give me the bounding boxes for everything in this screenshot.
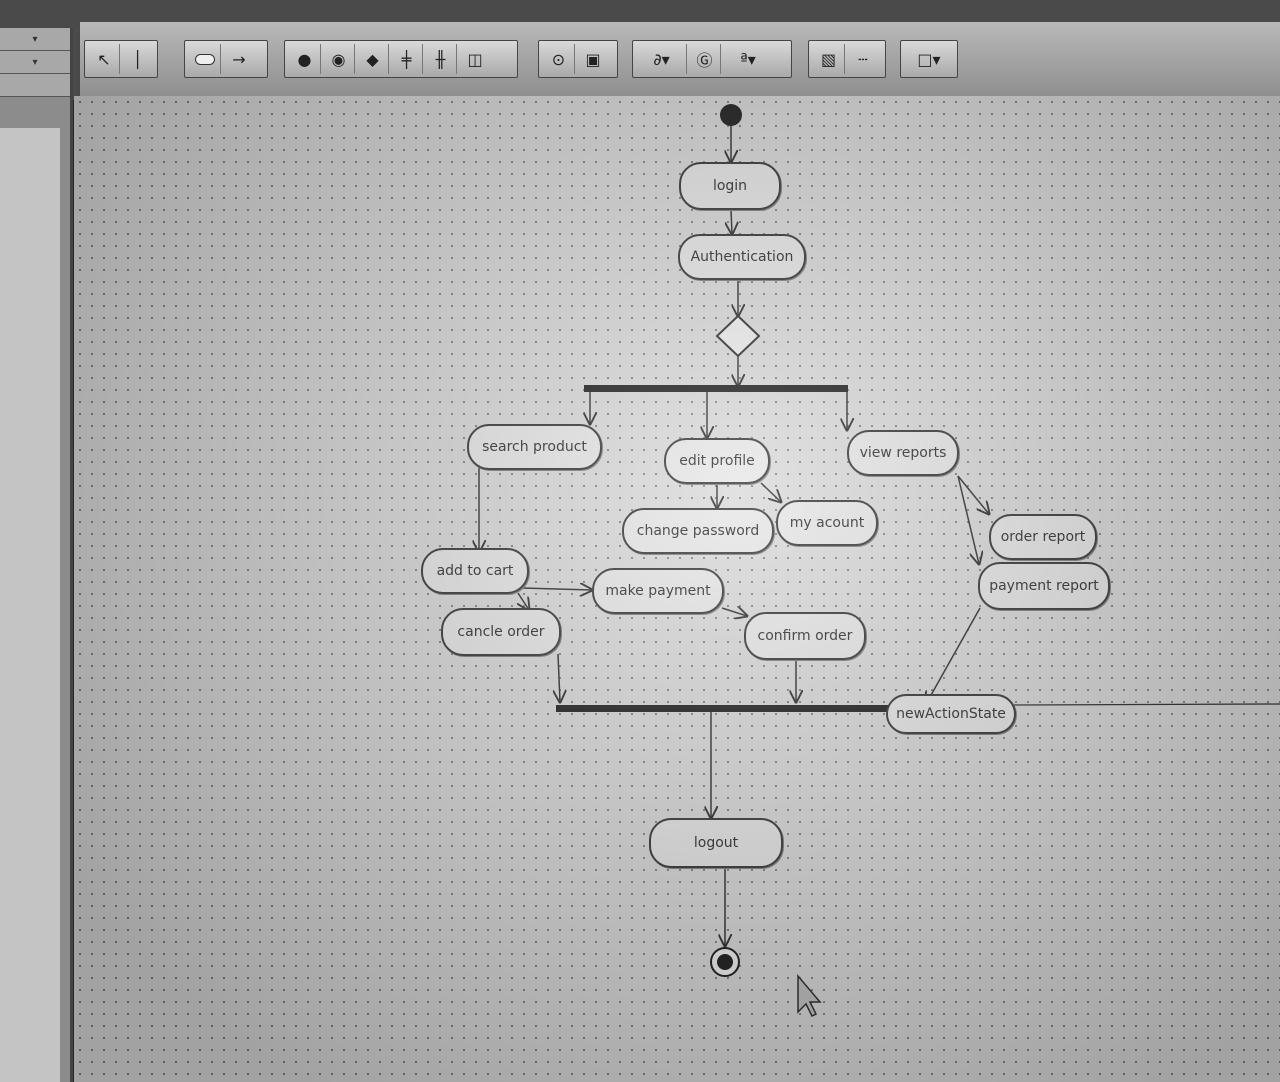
state-tools: →	[184, 40, 268, 78]
property-icon[interactable]: ª▾	[740, 49, 756, 69]
broadcast-icon[interactable]: │	[132, 49, 143, 69]
final-state-icon[interactable]: ◉	[323, 44, 355, 74]
fork-icon[interactable]: ╪	[391, 44, 423, 74]
panel-spacer	[0, 74, 70, 97]
document-icon[interactable]: ▧	[813, 44, 845, 74]
initial-state[interactable]	[720, 104, 742, 126]
logout-action[interactable]: logout	[649, 818, 783, 868]
object-tools: ⊙ ▣	[538, 40, 618, 78]
diagram-connectors	[74, 104, 1280, 1018]
cancel-order-action[interactable]: cancle order	[441, 608, 561, 656]
join-icon[interactable]: ╫	[425, 44, 457, 74]
fork-bar[interactable]	[584, 385, 848, 392]
cancel-order-label: cancle order	[457, 624, 545, 640]
selection-tools: ↖ │	[84, 40, 158, 78]
diagram-canvas[interactable]: login Authentication search product edit…	[74, 96, 1280, 1082]
login-action[interactable]: login	[679, 162, 781, 210]
pointer-icon[interactable]: ↖	[89, 44, 121, 74]
object-icon[interactable]: ▣	[585, 49, 601, 69]
note-icon[interactable]: ∂▾	[637, 44, 687, 74]
change-password-action[interactable]: change password	[622, 508, 774, 554]
decision-node[interactable]	[715, 314, 761, 358]
my-account-label: my acount	[789, 515, 865, 531]
authentication-label: Authentication	[690, 249, 794, 265]
new-action-state[interactable]: newActionState	[886, 694, 1016, 734]
separator-icon[interactable]: ┄	[858, 49, 868, 69]
object-flow-icon[interactable]: ⊙	[543, 44, 575, 74]
document-tools: ▧ ┄	[808, 40, 886, 78]
add-to-cart-action[interactable]: add to cart	[421, 548, 529, 594]
action-state-icon[interactable]	[189, 44, 221, 74]
authentication-action[interactable]: Authentication	[678, 234, 806, 280]
change-password-label: change password	[636, 523, 760, 539]
diagram-toolbar: ↖ │ → ● ◉ ◆ ╪ ╫ ◫ ⊙ ▣ ∂▾ Ⓖ ª▾ ▧ ┄ □▾	[80, 22, 1280, 98]
explorer-panel: ▾ ▾	[0, 28, 73, 1082]
transition-arrow-icon[interactable]: →	[232, 49, 246, 69]
node-tools: ● ◉ ◆ ╪ ╫ ◫	[284, 40, 518, 78]
panel-dropdown-icon[interactable]: ▾	[0, 28, 70, 51]
confirm-order-label: confirm order	[757, 628, 853, 644]
edit-profile-label: edit profile	[679, 453, 755, 469]
confirm-order-action[interactable]: confirm order	[744, 612, 866, 660]
shape-tools: □▾	[900, 40, 958, 78]
search-product-action[interactable]: search product	[467, 424, 602, 470]
order-report-action[interactable]: order report	[989, 514, 1097, 560]
payment-report-action[interactable]: payment report	[978, 562, 1110, 610]
join-bar[interactable]	[556, 705, 900, 712]
edit-profile-action[interactable]: edit profile	[664, 438, 770, 484]
explorer-tree-area	[0, 128, 60, 1082]
search-product-label: search product	[482, 439, 587, 455]
panel-dropdown-icon[interactable]: ▾	[0, 51, 70, 74]
payment-report-label: payment report	[989, 578, 1099, 594]
make-payment-action[interactable]: make payment	[592, 568, 724, 614]
new-action-state-label: newActionState	[896, 706, 1006, 722]
add-to-cart-label: add to cart	[436, 563, 514, 579]
initial-state-icon[interactable]: ●	[289, 44, 321, 74]
swimlane-icon[interactable]: ◫	[467, 49, 483, 69]
view-reports-label: view reports	[859, 445, 947, 461]
make-payment-label: make payment	[605, 583, 711, 599]
order-report-label: order report	[1000, 529, 1086, 545]
login-label: login	[712, 178, 748, 194]
logout-label: logout	[693, 835, 739, 851]
shape-dropdown-icon[interactable]: □▾	[917, 49, 941, 69]
constraint-icon[interactable]: Ⓖ	[689, 44, 721, 74]
annotation-tools: ∂▾ Ⓖ ª▾	[632, 40, 792, 78]
mouse-cursor	[797, 973, 822, 1018]
view-reports-action[interactable]: view reports	[847, 430, 959, 476]
my-account-action[interactable]: my acount	[776, 500, 878, 546]
decision-icon[interactable]: ◆	[357, 44, 389, 74]
